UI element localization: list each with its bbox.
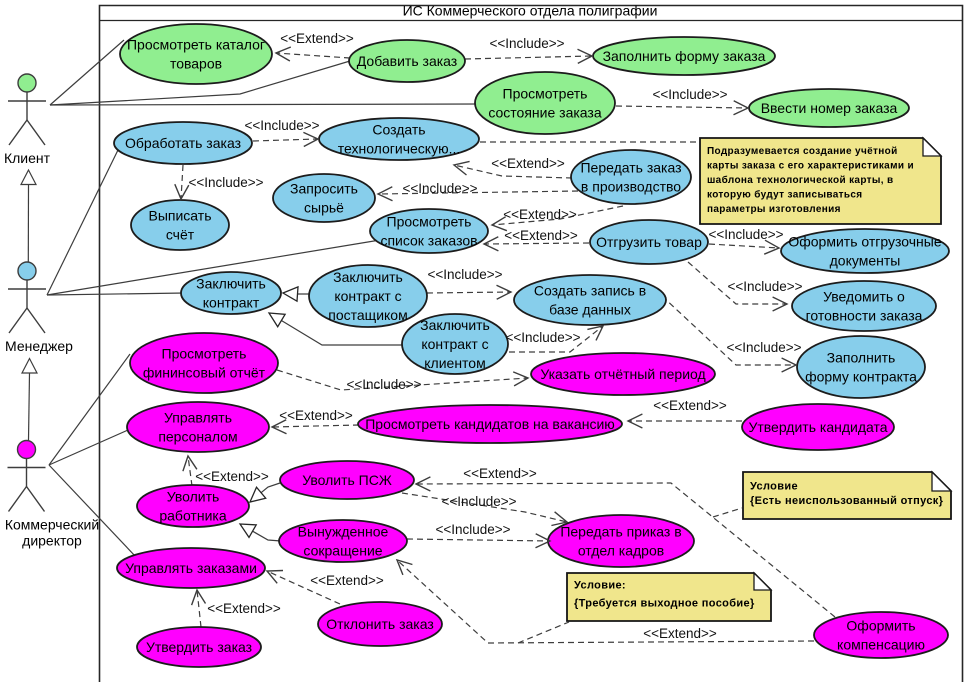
svg-text:<<Include>>: <<Include>> bbox=[505, 330, 580, 345]
svg-text:постащиком: постащиком bbox=[328, 307, 407, 323]
svg-text:Выписать: Выписать bbox=[149, 208, 212, 224]
svg-text:<<Extend>>: <<Extend>> bbox=[503, 207, 577, 222]
svg-text:Утвердить кандидата: Утвердить кандидата bbox=[748, 419, 887, 435]
svg-text:фининсовый отчёт: фининсовый отчёт bbox=[143, 365, 266, 381]
svg-text:карты заказа с его характерист: карты заказа с его характеристиками и bbox=[707, 161, 914, 172]
svg-text:Указать отчётный период: Указать отчётный период bbox=[540, 366, 705, 382]
svg-text:контракт с: контракт с bbox=[421, 336, 488, 352]
svg-text:Добавить заказ: Добавить заказ bbox=[357, 53, 457, 69]
svg-text:Уволить: Уволить bbox=[167, 489, 220, 505]
svg-text:<<Include>>: <<Include>> bbox=[489, 36, 564, 51]
svg-text:ИС Коммерческого отдела полигр: ИС Коммерческого отдела полиграфии bbox=[403, 3, 658, 19]
svg-text:сокращение: сокращение bbox=[303, 543, 382, 559]
svg-text:которую будут записываться: которую будут записываться bbox=[707, 189, 862, 201]
svg-text:состояние заказа: состояние заказа bbox=[488, 105, 601, 121]
svg-text:товаров: товаров bbox=[170, 56, 222, 72]
svg-text:<<Include>>: <<Include>> bbox=[346, 377, 421, 392]
svg-text:компенсацию: компенсацию bbox=[837, 637, 925, 653]
svg-text:Условие: Условие bbox=[750, 481, 798, 493]
svg-text:Оформить: Оформить bbox=[846, 618, 915, 634]
svg-text:форму контракта: форму контракта bbox=[805, 369, 917, 385]
svg-text:Клиент: Клиент bbox=[4, 150, 51, 166]
svg-text:Уведомить о: Уведомить о bbox=[823, 289, 905, 305]
svg-text:Заключить: Заключить bbox=[196, 276, 266, 292]
svg-text:Подразумевается создание учётн: Подразумевается создание учётной bbox=[707, 146, 898, 157]
svg-text:Просмотреть: Просмотреть bbox=[162, 346, 247, 362]
svg-text:<<Extend>>: <<Extend>> bbox=[195, 469, 269, 484]
svg-text:<<Include>>: <<Include>> bbox=[726, 340, 801, 355]
svg-text:контракт с: контракт с bbox=[334, 288, 401, 304]
svg-text:технологическую...: технологическую... bbox=[338, 141, 461, 157]
svg-text:базе данных: базе данных bbox=[549, 302, 631, 318]
svg-text:Обработать заказ: Обработать заказ bbox=[125, 135, 241, 151]
svg-text:документы: документы bbox=[830, 253, 901, 269]
svg-text:Создать запись в: Создать запись в bbox=[534, 283, 646, 299]
svg-text:<<Extend>>: <<Extend>> bbox=[491, 156, 565, 171]
svg-text:Управлять заказами: Управлять заказами bbox=[125, 560, 257, 576]
svg-text:<<Extend>>: <<Extend>> bbox=[279, 408, 353, 423]
svg-text:Оформить отгрузочные: Оформить отгрузочные bbox=[788, 234, 941, 250]
svg-text:<<Extend>>: <<Extend>> bbox=[280, 31, 354, 46]
svg-text:Управлять: Управлять bbox=[164, 410, 232, 426]
svg-text:работника: работника bbox=[159, 508, 226, 524]
svg-text:<<Include>>: <<Include>> bbox=[402, 181, 477, 196]
svg-text:<<Extend>>: <<Extend>> bbox=[653, 398, 727, 413]
svg-text:Передать заказ: Передать заказ bbox=[580, 160, 681, 176]
svg-text:Просмотреть каталог: Просмотреть каталог bbox=[127, 37, 265, 53]
svg-text:Запросить: Запросить bbox=[290, 181, 358, 197]
svg-text:Заключить: Заключить bbox=[420, 317, 490, 333]
svg-text:Ввести номер заказа: Ввести номер заказа bbox=[761, 100, 898, 116]
svg-text:Просмотреть: Просмотреть bbox=[503, 86, 588, 102]
svg-text:клиентом: клиентом bbox=[424, 355, 485, 371]
svg-text:<<Extend>>: <<Extend>> bbox=[643, 626, 717, 641]
svg-text:Условие:: Условие: bbox=[574, 580, 626, 592]
svg-text:список заказов: список заказов bbox=[380, 233, 477, 249]
svg-text:Уволить ПСЖ: Уволить ПСЖ bbox=[302, 472, 392, 488]
svg-text:в производство: в производство bbox=[581, 179, 681, 195]
svg-text:<<Include>>: <<Include>> bbox=[441, 494, 516, 509]
svg-text:отдел кадров: отдел кадров bbox=[578, 543, 664, 559]
svg-text:{Требуется выходное пособие}: {Требуется выходное пособие} bbox=[574, 598, 755, 610]
svg-text:Отгрузить товар: Отгрузить товар bbox=[596, 234, 702, 250]
svg-text:Заполнить: Заполнить bbox=[827, 350, 896, 366]
svg-text:<<Include>>: <<Include>> bbox=[727, 279, 802, 294]
svg-text:Создать: Создать bbox=[372, 122, 425, 138]
svg-text:Просмотреть кандидатов на вака: Просмотреть кандидатов на вакансию bbox=[365, 416, 615, 432]
svg-text:Отклонить заказ: Отклонить заказ bbox=[326, 616, 434, 632]
svg-text:{Есть неиспользованный отпуск}: {Есть неиспользованный отпуск} bbox=[750, 495, 944, 507]
svg-text:<<Include>>: <<Include>> bbox=[708, 227, 783, 242]
svg-text:<<Include>>: <<Include>> bbox=[188, 175, 263, 190]
svg-text:<<Extend>>: <<Extend>> bbox=[207, 601, 281, 616]
svg-text:готовности заказа: готовности заказа bbox=[806, 308, 923, 324]
svg-text:Менеджер: Менеджер bbox=[5, 338, 73, 354]
svg-text:<<Include>>: <<Include>> bbox=[244, 118, 319, 133]
svg-text:Утвердить заказ: Утвердить заказ bbox=[146, 639, 252, 655]
svg-text:сырьё: сырьё bbox=[304, 200, 344, 216]
svg-text:контракт: контракт bbox=[203, 295, 260, 311]
svg-text:параметры изготовления: параметры изготовления bbox=[707, 204, 841, 215]
svg-text:<<Include>>: <<Include>> bbox=[652, 87, 727, 102]
svg-text:Вынужденное: Вынужденное bbox=[298, 524, 389, 540]
svg-text:Просмотреть: Просмотреть bbox=[387, 214, 472, 230]
svg-text:<<Extend>>: <<Extend>> bbox=[463, 466, 537, 481]
svg-text:Коммерческий: Коммерческий bbox=[5, 517, 99, 533]
svg-text:шаблона технологической карты,: шаблона технологической карты, в bbox=[707, 174, 894, 186]
svg-text:<<Extend>>: <<Extend>> bbox=[310, 573, 384, 588]
svg-text:<<Include>>: <<Include>> bbox=[427, 267, 502, 282]
svg-text:Заключить: Заключить bbox=[333, 269, 403, 285]
svg-text:счёт: счёт bbox=[166, 227, 195, 243]
svg-text:персоналом: персоналом bbox=[158, 429, 237, 445]
svg-text:Передать приказ в: Передать приказ в bbox=[560, 524, 681, 540]
svg-text:директор: директор bbox=[22, 533, 82, 549]
svg-text:<<Extend>>: <<Extend>> bbox=[504, 228, 578, 243]
svg-text:<<Include>>: <<Include>> bbox=[435, 522, 510, 537]
svg-text:Заполнить форму заказа: Заполнить форму заказа bbox=[603, 48, 766, 64]
